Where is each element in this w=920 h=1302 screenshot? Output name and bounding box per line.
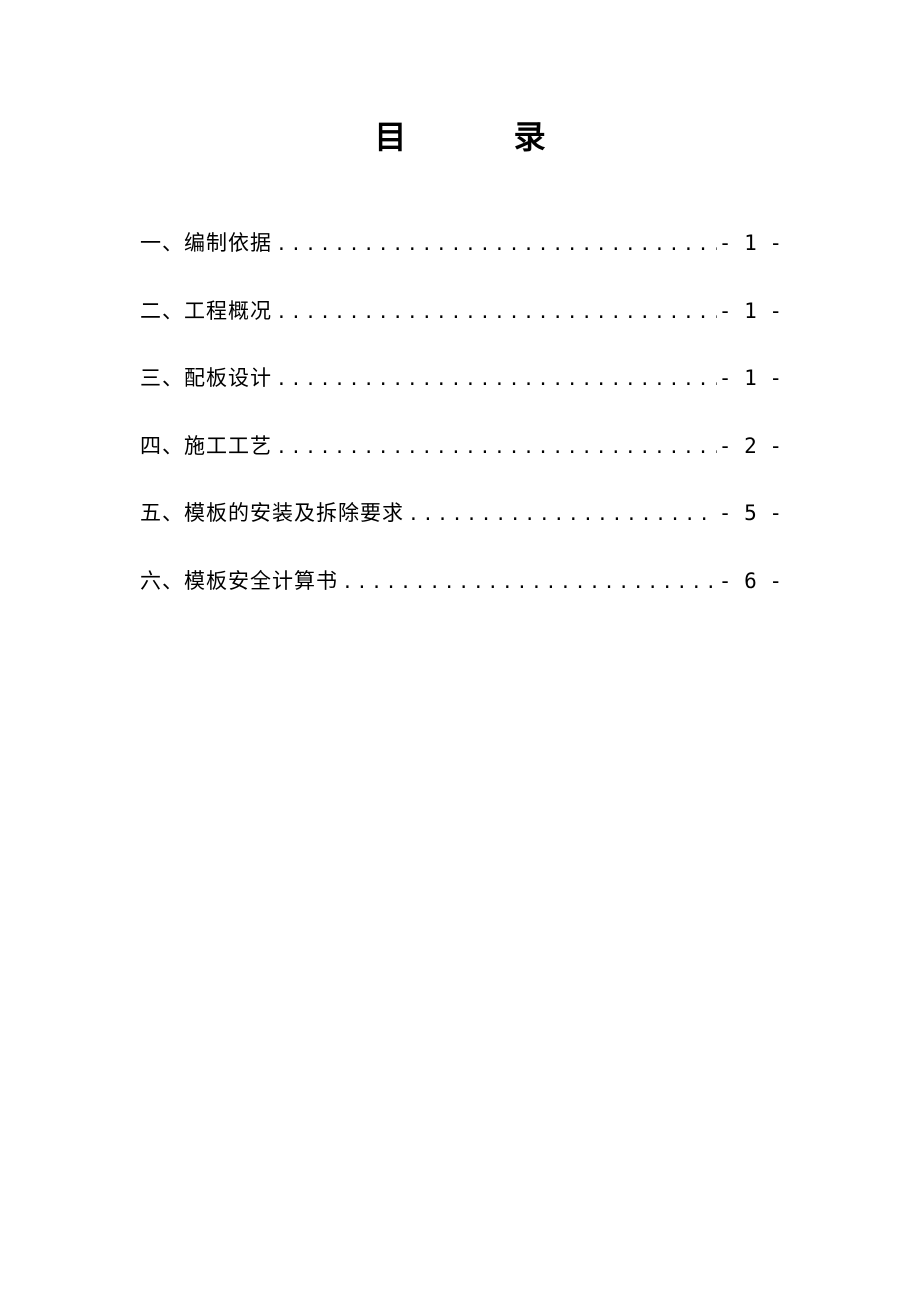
toc-entry-page-number: - 6 - xyxy=(718,568,782,593)
toc-entry-page-number: - 1 - xyxy=(718,298,782,323)
toc-dot-leader xyxy=(342,565,717,601)
toc-entry[interactable]: 一、编制依据 - 1 - xyxy=(140,225,782,293)
toc-entry[interactable]: 二、工程概况 - 1 - xyxy=(140,293,782,361)
toc-entry-label: 三、配板设计 xyxy=(140,366,272,390)
toc-entry[interactable]: 六、模板安全计算书 - 6 - xyxy=(140,563,782,631)
toc-entry-page-number: - 1 - xyxy=(718,366,782,390)
toc-entry-page-number: - 1 - xyxy=(718,231,782,255)
toc-list: 一、编制依据 - 1 - 二、工程概况 - 1 - 三、配板设计 - 1 - 四… xyxy=(140,225,782,630)
toc-dot-leader xyxy=(276,227,717,263)
toc-entry[interactable]: 五、模板的安装及拆除要求 - 5 - xyxy=(140,495,782,563)
toc-entry[interactable]: 四、施工工艺 - 2 - xyxy=(140,428,782,496)
toc-entry-label: 五、模板的安装及拆除要求 xyxy=(140,501,404,525)
toc-entry-label: 二、工程概况 xyxy=(140,298,272,323)
toc-entry-label: 四、施工工艺 xyxy=(140,433,272,458)
toc-entry-label: 一、编制依据 xyxy=(140,231,272,255)
toc-dot-leader xyxy=(408,497,717,533)
toc-dot-leader xyxy=(276,430,717,466)
toc-entry-page-number: - 5 - xyxy=(718,501,782,525)
toc-entry-label: 六、模板安全计算书 xyxy=(140,568,338,593)
toc-entry[interactable]: 三、配板设计 - 1 - xyxy=(140,360,782,428)
toc-dot-leader xyxy=(276,295,717,331)
toc-title: 目 录 xyxy=(374,118,594,156)
toc-entry-page-number: - 2 - xyxy=(718,433,782,458)
toc-dot-leader xyxy=(276,362,717,398)
